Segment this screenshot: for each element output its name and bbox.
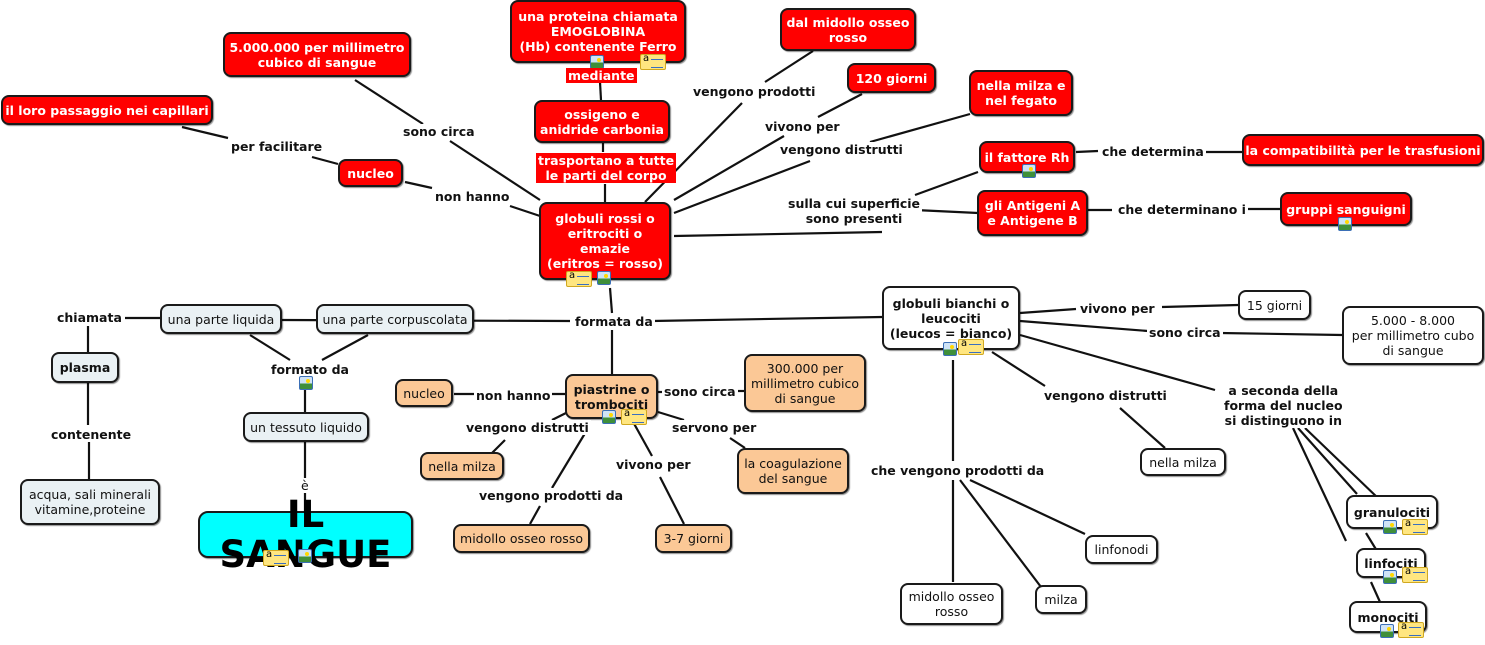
node-nella-milza-bianchi[interactable]: nella milza [1140,448,1226,476]
link-label-trasportano: trasportano a tutte le parti del corpo [536,153,677,183]
note-icon[interactable] [566,270,592,287]
image-icon[interactable] [1383,520,1397,534]
link-label-superficie: sulla cui superficie sono presenti [786,196,923,226]
image-icon[interactable] [590,55,604,69]
link-label-mediante: mediante [566,68,637,83]
node-milza-fegato[interactable]: nella milza e nel fegato [969,70,1073,116]
link-label-chiamata: chiamata [55,310,124,325]
note-icon[interactable] [640,53,666,70]
node-globuli-bianchi[interactable]: globuli bianchi o leucociti (leucos = bi… [882,286,1020,350]
link-label-vivono-per: vivono per [763,119,842,134]
link-label-vengono-prodotti: vengono prodotti [691,84,818,99]
link-label-contenente: contenente [49,427,134,442]
link-label-sono-circa: sono circa [401,124,477,139]
note-icon[interactable] [1398,621,1424,638]
link-label-vengono-distrutti: vengono distrutti [778,142,905,157]
link-label-non-hanno: non hanno [433,189,512,204]
node-midollo-piastrine[interactable]: midollo osseo rosso [453,524,590,553]
node-tessuto-liquido[interactable]: un tessuto liquido [243,412,369,442]
node-coagulazione[interactable]: la coagulazione del sangue [737,448,849,494]
image-icon[interactable] [1022,164,1036,178]
link-label-per-facilitare: per facilitare [229,139,325,154]
node-plasma-contenuto[interactable]: acqua, sali minerali vitamine,proteine [20,479,160,525]
node-fattore-rh[interactable]: il fattore Rh [979,141,1075,173]
node-nucleo-piastrine[interactable]: nucleo [395,379,453,407]
node-nella-milza-piastrine[interactable]: nella milza [420,452,504,480]
link-label-sono-circa-piastrine: sono circa [662,384,738,399]
image-icon[interactable] [299,376,313,390]
node-antigeni[interactable]: gli Antigeni A e Antigene B [977,190,1088,236]
node-passaggio-capillari[interactable]: il loro passaggio nei capillari [1,95,213,125]
link-label-che-vengono-prodotti-da: che vengono prodotti da [869,463,1047,478]
image-icon[interactable] [602,410,616,424]
image-icon[interactable] [943,342,957,356]
node-5000-8000-per-mm3[interactable]: 5.000 - 8.000 per millimetro cubo di san… [1342,306,1484,365]
node-milza[interactable]: milza [1035,585,1087,614]
node-5000000-per-mm3[interactable]: 5.000.000 per millimetro cubico di sangu… [223,32,411,77]
link-label-formata-da: formata da [573,314,655,329]
node-3-7-giorni[interactable]: 3-7 giorni [655,524,732,553]
note-icon[interactable] [1402,518,1428,535]
node-parte-liquida[interactable]: una parte liquida [160,304,282,334]
note-icon[interactable] [1402,566,1428,583]
link-label-vengono-prodotti-da: vengono prodotti da [477,488,626,503]
node-globuli-rossi[interactable]: globuli rossi o eritrociti o emazie (eri… [539,202,671,280]
node-15-giorni[interactable]: 15 giorni [1238,290,1311,320]
node-midollo-bianchi[interactable]: midollo osseo rosso [900,583,1003,625]
link-label-che-determinano: che determinano i [1116,202,1248,217]
image-icon[interactable] [1338,217,1352,231]
node-nucleo-rossi[interactable]: nucleo [338,159,403,187]
note-icon[interactable] [958,338,984,355]
note-icon[interactable] [263,549,289,566]
link-label-servono-per: servono per [670,420,759,435]
node-300000-per-mm3[interactable]: 300.000 per millimetro cubico di sangue [744,354,866,412]
node-120-giorni[interactable]: 120 giorni [847,63,936,93]
link-label-che-determina: che determina [1100,144,1206,159]
image-icon[interactable] [1383,570,1397,584]
image-icon[interactable] [298,549,312,563]
link-label-forma-nucleo: a seconda della forma del nucleo si dist… [1222,383,1345,428]
node-ossigeno-anidride[interactable]: ossigeno e anidride carbonia [534,100,670,143]
link-label-vengono-distrutti-piastrine: vengono distrutti [464,420,591,435]
note-icon[interactable] [621,408,647,425]
link-label-e: è [299,478,311,493]
link-label-vivono-per-bianchi: vivono per [1078,301,1157,316]
node-plasma[interactable]: plasma [51,352,119,383]
link-label-vivono-per-piastrine: vivono per [614,457,693,472]
link-label-sono-circa-bianchi: sono circa [1147,325,1223,340]
node-compatibilita-trasfusioni[interactable]: la compatibilità per le trasfusioni [1242,134,1484,166]
link-label-vengono-distrutti-bianchi: vengono distrutti [1042,388,1169,403]
node-linfociti[interactable]: linfociti [1356,548,1426,578]
node-midollo-osseo-rosso[interactable]: dal midollo osseo rosso [780,8,916,51]
node-linfonodi[interactable]: linfonodi [1085,535,1158,564]
image-icon[interactable] [597,271,611,285]
node-parte-corpuscolata[interactable]: una parte corpuscolata [316,304,474,334]
link-label-formato-da: formato da [269,362,351,377]
image-icon[interactable] [1380,624,1394,638]
link-label-non-hanno-piastrine: non hanno [474,388,553,403]
